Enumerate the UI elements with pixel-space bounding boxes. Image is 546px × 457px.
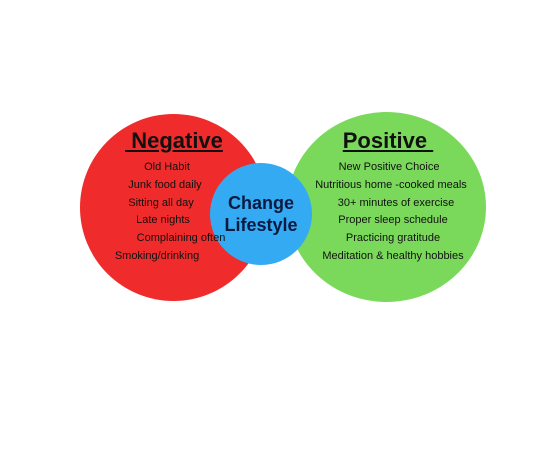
negative-item-complaining: Complaining often (136, 232, 226, 244)
positive-item-meditation: Meditation & healthy hobbies (322, 250, 464, 262)
center-circle: Change Lifestyle (210, 163, 312, 265)
positive-item-new-choice: New Positive Choice (338, 161, 440, 173)
negative-item-junk-food: Junk food daily (128, 179, 202, 191)
negative-item-old-habit: Old Habit (144, 161, 190, 173)
positive-list: New Positive Choice Nutritious home -coo… (300, 160, 482, 270)
negative-heading: Negative (125, 128, 223, 153)
center-title-line1: Change (227, 193, 294, 213)
positive-item-sleep: Proper sleep schedule (338, 214, 448, 226)
positive-heading: Positive (342, 128, 434, 153)
negative-item-late-nights: Late nights (136, 214, 190, 226)
center-title-line2: Lifestyle (224, 215, 298, 235)
positive-item-meals: Nutritious home -cooked meals (315, 179, 467, 191)
negative-list: Old Habit Junk food daily Sitting all da… (96, 160, 226, 270)
positive-item-gratitude: Practicing gratitude (345, 232, 441, 244)
positive-item-exercise: 30+ minutes of exercise (337, 197, 455, 209)
negative-item-sitting: Sitting all day (128, 197, 194, 209)
positive-circle (287, 112, 486, 302)
negative-item-smoking: Smoking/drinking (114, 250, 200, 262)
